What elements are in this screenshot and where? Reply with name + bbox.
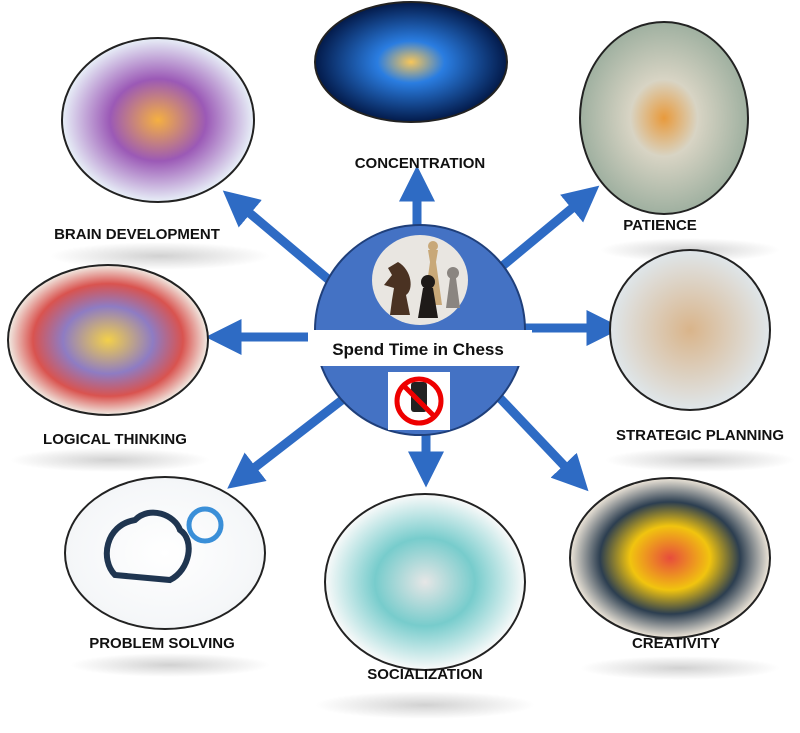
- arrow-patience: [497, 185, 600, 272]
- node-patience: PATIENCE: [579, 21, 749, 234]
- brain-lightbulb-icon: [64, 476, 266, 630]
- node-creativity: CREATIVITY: [569, 477, 771, 652]
- node-concentration: CONCENTRATION: [314, 1, 508, 172]
- brain-icon: [61, 37, 255, 203]
- center-node: Spend Time in Chess: [308, 224, 532, 436]
- node-label: SOCIALIZATION: [367, 666, 483, 683]
- center-label: Spend Time in Chess: [332, 340, 504, 359]
- node-problem-solving: PROBLEM SOLVING: [64, 476, 266, 652]
- puzzle-icon: [7, 264, 209, 416]
- node-label: CREATIVITY: [632, 635, 720, 652]
- node-shadows: [10, 238, 795, 719]
- chess-pieces-icon: [372, 235, 468, 325]
- node-logical-thinking: LOGICAL THINKING: [7, 264, 209, 448]
- arrow-creativity: [493, 391, 589, 492]
- node-label: PATIENCE: [623, 217, 697, 234]
- node-label: BRAIN DEVELOPMENT: [54, 226, 220, 243]
- node-socialization: SOCIALIZATION: [324, 493, 526, 683]
- arrow-brain-development: [222, 190, 338, 289]
- no-phone-icon: [388, 372, 450, 430]
- node-label: LOGICAL THINKING: [43, 431, 187, 448]
- arrow-problem-solving: [227, 396, 345, 489]
- people-icon: [324, 493, 526, 671]
- node-label: STRATEGIC PLANNING: [616, 427, 784, 444]
- node-label: CONCENTRATION: [355, 155, 486, 172]
- node-brain-development: BRAIN DEVELOPMENT: [54, 37, 255, 243]
- node-label: PROBLEM SOLVING: [89, 635, 235, 652]
- brain-outline-icon: [103, 509, 192, 584]
- blocks-icon: [609, 249, 771, 411]
- glowing-head-icon: [314, 1, 508, 123]
- creative-head-icon: [569, 477, 771, 639]
- lightbulb-icon: [186, 506, 224, 544]
- node-strategic-planning: STRATEGIC PLANNING: [609, 249, 784, 444]
- hourglass-icon: [579, 21, 749, 215]
